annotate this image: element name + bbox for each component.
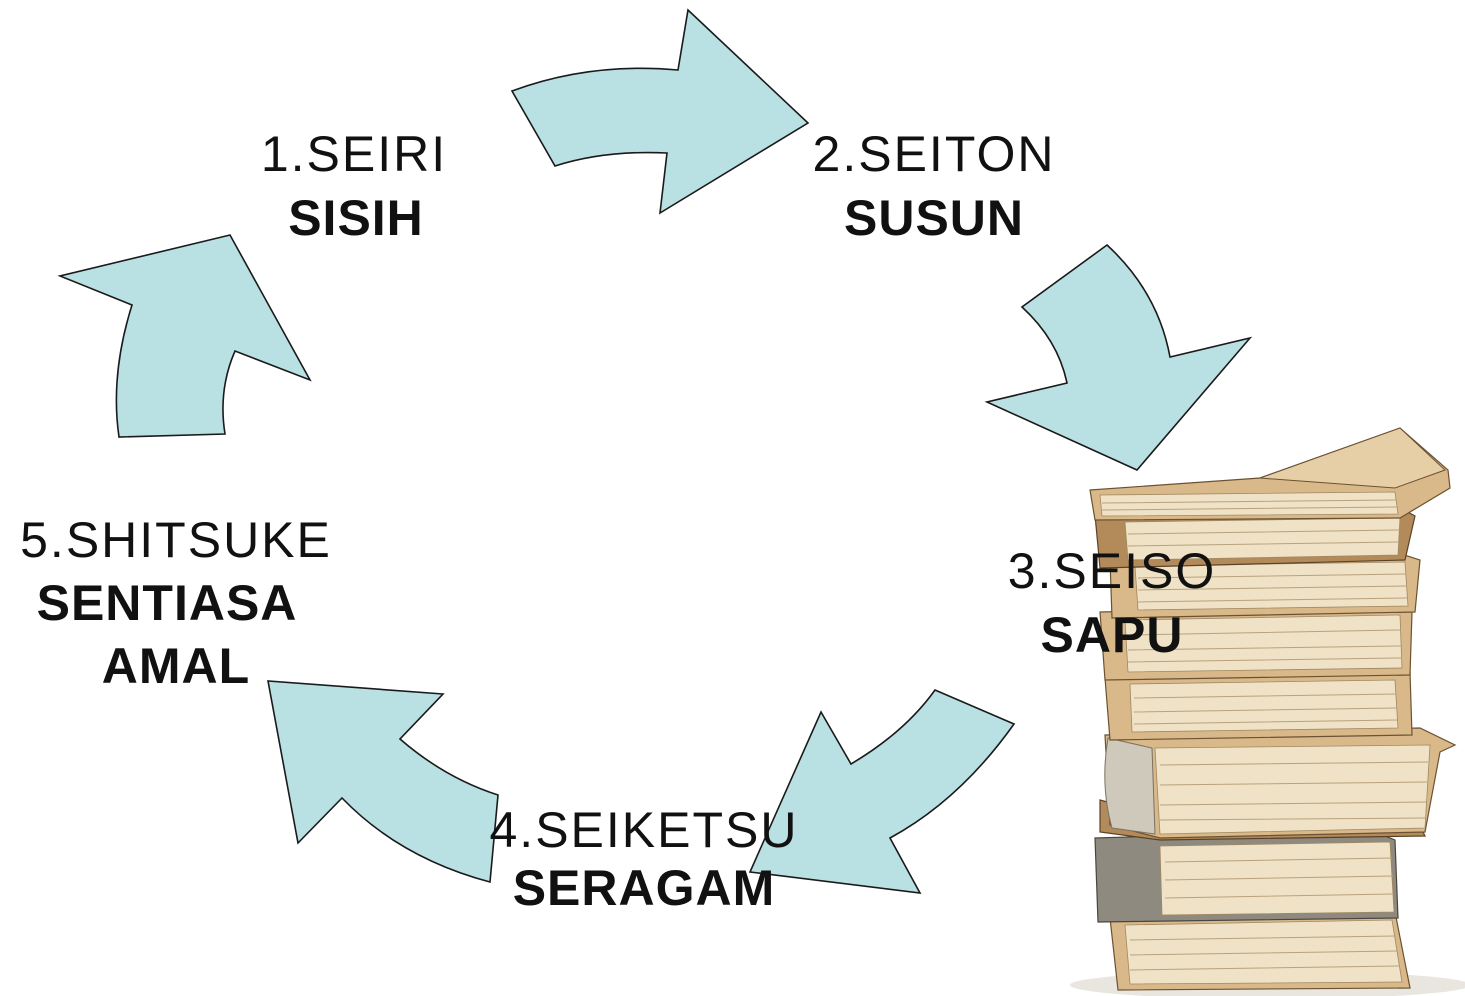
book-9 — [1109, 911, 1411, 991]
arrow-seiton-to-seiso — [984, 243, 1253, 471]
book-stack-image — [1070, 427, 1465, 996]
book-6 — [1104, 727, 1457, 839]
step-2-number-label: 2.SEITON — [813, 126, 1056, 182]
step-3-number-label: 3.SEISO — [1008, 543, 1217, 599]
arrow-shitsuke-to-seiri — [57, 234, 312, 438]
book-1 — [1089, 427, 1451, 521]
book-4 — [1099, 604, 1413, 681]
step-4: 4.SEIKETSU SERAGAM — [490, 802, 799, 916]
book-8 — [1094, 829, 1399, 923]
step-1-malay-label: SISIH — [288, 190, 424, 246]
arrow-seiso-to-seiketsu — [748, 689, 1016, 894]
step-3-malay-label: SAPU — [1041, 607, 1184, 663]
book-2 — [1094, 507, 1416, 569]
step-4-number-label: 4.SEIKETSU — [490, 802, 799, 858]
arrow-seiketsu-to-shitsuke — [267, 680, 499, 884]
step-1-number-label: 1.SEIRI — [261, 126, 447, 182]
step-2: 2.SEITON SUSUN — [813, 126, 1056, 246]
step-2-malay-label: SUSUN — [844, 190, 1024, 246]
step-5-malay-label-line2: AMAL — [102, 638, 250, 694]
step-5-number-label: 5.SHITSUKE — [20, 512, 332, 568]
step-4-malay-label: SERAGAM — [513, 860, 776, 916]
step-5: 5.SHITSUKE SENTIASA AMAL — [20, 512, 332, 694]
step-1: 1.SEIRI SISIH — [261, 126, 447, 246]
book-5 — [1104, 671, 1413, 741]
step-3: 3.SEISO SAPU — [1008, 543, 1217, 663]
step-5-malay-label-line1: SENTIASA — [37, 575, 298, 631]
arrow-seiri-to-seiton — [510, 8, 810, 215]
